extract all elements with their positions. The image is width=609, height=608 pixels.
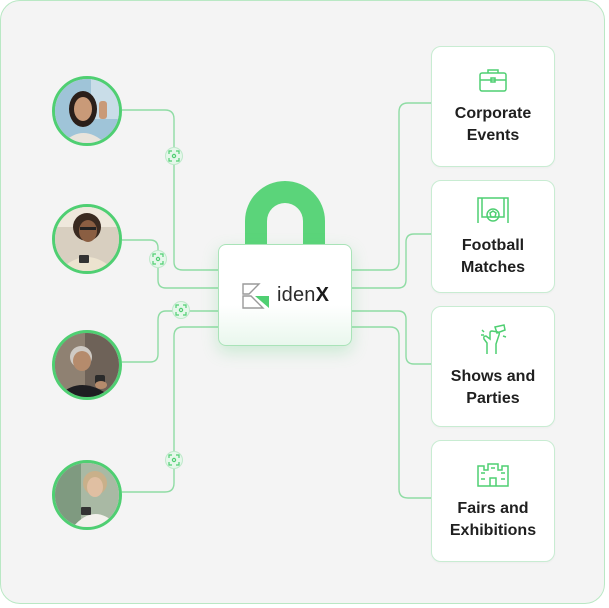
face-scan-icon	[149, 250, 167, 268]
face-scan-icon	[172, 301, 190, 319]
face-scan-icon	[165, 451, 183, 469]
card-shows-and-parties[interactable]: Shows and Parties	[431, 306, 555, 427]
avatar-person-3	[52, 330, 122, 400]
briefcase-icon	[479, 68, 507, 92]
card-corporate-events[interactable]: Corporate Events	[431, 46, 555, 167]
avatar-person-1	[52, 76, 122, 146]
avatar-person-2	[52, 204, 122, 274]
football-goal-icon	[477, 196, 509, 223]
card-fairs-and-exhibitions[interactable]: Fairs and Exhibitions	[431, 440, 555, 562]
exhibition-building-icon	[477, 463, 509, 487]
card-football-matches[interactable]: Football Matches	[431, 180, 555, 293]
brand-name: idenX	[277, 283, 330, 306]
card-label: Shows and Parties	[450, 367, 536, 407]
avatar-person-4	[52, 460, 122, 530]
party-hand-icon	[481, 323, 507, 354]
idenx-logo: idenX	[241, 280, 329, 310]
card-label: Football Matches	[460, 236, 526, 276]
idenx-logo-mark-icon	[242, 283, 269, 309]
card-label: Corporate Events	[454, 104, 532, 144]
face-scan-icon	[165, 147, 183, 165]
card-label: Fairs and Exhibitions	[449, 500, 537, 539]
lock-body: idenX	[218, 244, 352, 346]
